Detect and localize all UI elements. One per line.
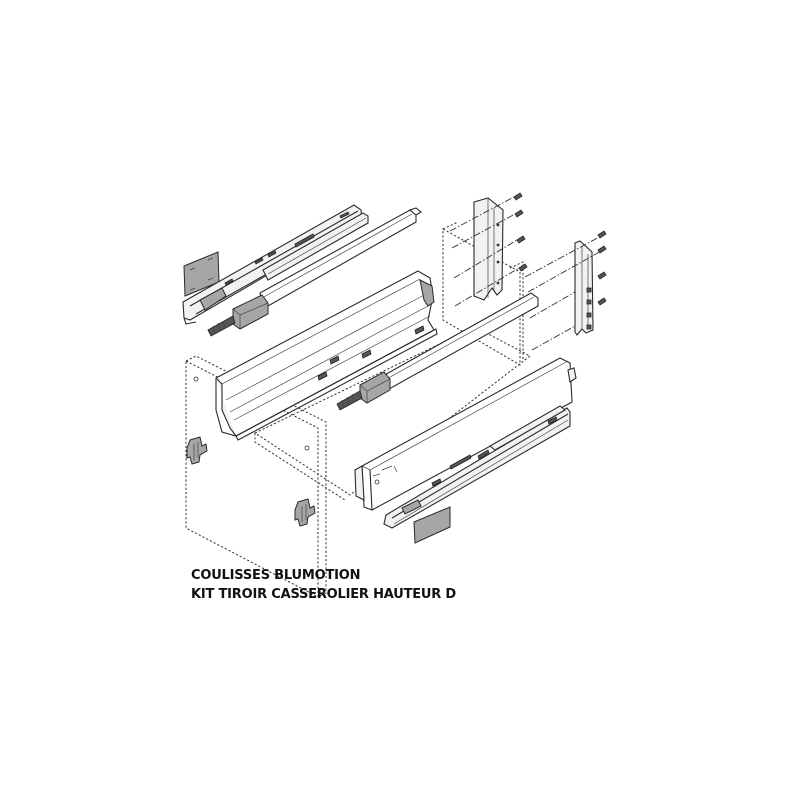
left-drawer-side-profile — [215, 270, 438, 441]
left-runner-slide — [182, 204, 369, 325]
caption-line-2: KIT TIROIR CASSEROLIER HAUTEUR D — [191, 587, 456, 602]
front-fixing-bracket-upper — [186, 436, 208, 465]
back-mounting-screws — [449, 192, 607, 351]
front-fixing-bracket-lower — [294, 498, 316, 527]
right-gallery-rod — [336, 292, 539, 411]
back-bracket-left — [473, 197, 504, 301]
right-drawer-side — [354, 357, 577, 511]
cabinet-back-panel-dashed — [442, 221, 524, 366]
product-caption: COULISSES BLUMOTION KIT TIROIR CASSEROLI… — [191, 566, 456, 604]
right-locking-device-plate — [413, 506, 451, 544]
caption-line-1: COULISSES BLUMOTION — [191, 568, 361, 583]
right-runner-slide — [383, 405, 571, 529]
back-bracket-right — [574, 240, 594, 336]
left-gallery-rod — [207, 207, 422, 337]
